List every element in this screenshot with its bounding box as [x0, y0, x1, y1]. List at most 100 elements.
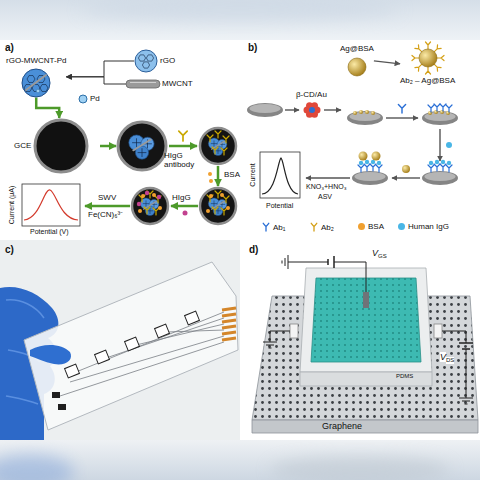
electrode-stage-part: [422, 111, 458, 125]
circuit-wires-part: [459, 398, 473, 404]
electrode-stage-part: [347, 111, 383, 125]
electrode-stage-part: [207, 191, 229, 215]
electrode-stage-part: [352, 171, 388, 185]
electrode-stage: [200, 188, 236, 224]
electrode-stage-part: [207, 135, 213, 142]
legend-label: Ab₁: [273, 223, 285, 232]
rgo-shape-part: [135, 50, 157, 72]
electrode-stage-part: [221, 208, 227, 215]
process-arrow-part: [217, 166, 220, 186]
legend-label: BSA: [368, 222, 384, 231]
igg-icon: [446, 142, 452, 148]
bsa-icon: [208, 172, 213, 183]
swv-plot-part: [24, 190, 78, 220]
electrode-stage-part: [365, 110, 369, 114]
antibody-symbol-part: [311, 223, 317, 231]
electrode-stage-part: [223, 196, 229, 203]
electrode-stage-part: [208, 138, 226, 156]
circuit-wires-part: [282, 255, 288, 269]
electrode-stage-part: [435, 160, 439, 164]
electrode-stage-part: [208, 198, 226, 216]
rgo-shape-part: [146, 55, 153, 61]
electrode-stage-part: [153, 208, 159, 215]
electrode-stage: [118, 122, 166, 170]
composite-shape-part: [26, 75, 46, 90]
electrode-stage-part: [434, 104, 440, 111]
step-label: KNO₃+HNO₃: [306, 183, 347, 191]
electrode-stage-part: [429, 161, 433, 165]
process-arrow: [85, 146, 218, 206]
asv-plot: [260, 152, 300, 198]
higg-icon: [183, 211, 188, 216]
electrode-stage-part: [206, 193, 230, 213]
process-arrow-part: [324, 109, 341, 110]
electrode-stage-part: [441, 160, 445, 164]
electrode-stage-part: [226, 206, 230, 210]
rgo-shape-part: [135, 50, 157, 72]
antibody-icon: [398, 105, 405, 113]
rgo-shape: [134, 49, 158, 73]
tube-shape: [126, 78, 160, 90]
circuit-wires: [263, 255, 473, 404]
electrodes: [290, 292, 442, 338]
ball-shape-part: [348, 58, 366, 76]
electrode-stage-part: [138, 193, 162, 213]
abball-shape-part: [437, 56, 444, 61]
graphene-substrate-part: [252, 420, 478, 433]
electrode-stage: [347, 110, 383, 125]
panel-letter: a): [5, 42, 14, 54]
axis-label: Potential (V): [30, 228, 69, 236]
sensor-photo-part: [0, 240, 240, 440]
composite-shape: [21, 68, 51, 98]
sensor-photo-part: [65, 311, 200, 378]
disc-shape-part: [35, 120, 87, 172]
circuit-wires-part: [288, 262, 366, 292]
composite-shape-part: [36, 89, 40, 93]
electrode-stage-part: [132, 188, 168, 224]
cd-au-flower: [304, 102, 321, 118]
electrode-stage-part: [428, 164, 452, 172]
electrode-stage: [422, 104, 458, 125]
legend-label: Ab₂: [321, 223, 334, 232]
electrode-stage-part: [141, 194, 145, 198]
electrode-stage-part: [139, 191, 161, 215]
electrode-stage-part: [207, 195, 213, 202]
electrode-stage-part: [223, 136, 229, 143]
antibody-icon-part: [398, 105, 405, 113]
higg-icon-part: [183, 211, 188, 216]
sensor-photo-part: [222, 320, 236, 322]
electrode-stage-part: [359, 152, 381, 161]
panel-letter: c): [5, 244, 14, 256]
sensor-photo-part: [222, 326, 236, 328]
electrode-stage-part: [377, 161, 381, 165]
swv-plot: [22, 184, 80, 226]
process-arrow-part: [439, 129, 440, 161]
electrode-node: GCE: [14, 118, 89, 174]
step-label: BSA: [224, 170, 240, 179]
composite-shape-part: [22, 69, 50, 97]
electrode-stage-part: [137, 191, 161, 206]
process-arrow-part: [100, 145, 116, 148]
pd-shape-part: [79, 95, 87, 103]
composite-node: rGO-MWCNT-Pd: [6, 56, 66, 98]
electrode-stage-part: [371, 111, 375, 115]
asv-plot-part: [260, 152, 300, 198]
igg-icon-part: [446, 142, 452, 148]
electrode-stage-part: [422, 171, 458, 185]
electrode-stage: [200, 128, 236, 164]
electrode-stage-part: [144, 207, 150, 214]
electrode-stage-part: [428, 165, 434, 172]
ag-bsa-icon-part: [402, 165, 410, 173]
electrode-stage: [422, 160, 458, 185]
composite-shape-part: [27, 75, 35, 82]
electrode-stage-part: [212, 207, 218, 214]
sensor-photo-part: [65, 364, 80, 378]
electrode-stage-part: [353, 110, 375, 115]
legend-swatch: [358, 223, 365, 230]
axis-label: Current: [249, 163, 257, 186]
legend-item: Human IgG: [398, 222, 449, 231]
electrode-stage-part: [137, 202, 141, 206]
cd-au-flower-part: [309, 107, 315, 113]
rgo-node: rGO: [134, 49, 175, 73]
